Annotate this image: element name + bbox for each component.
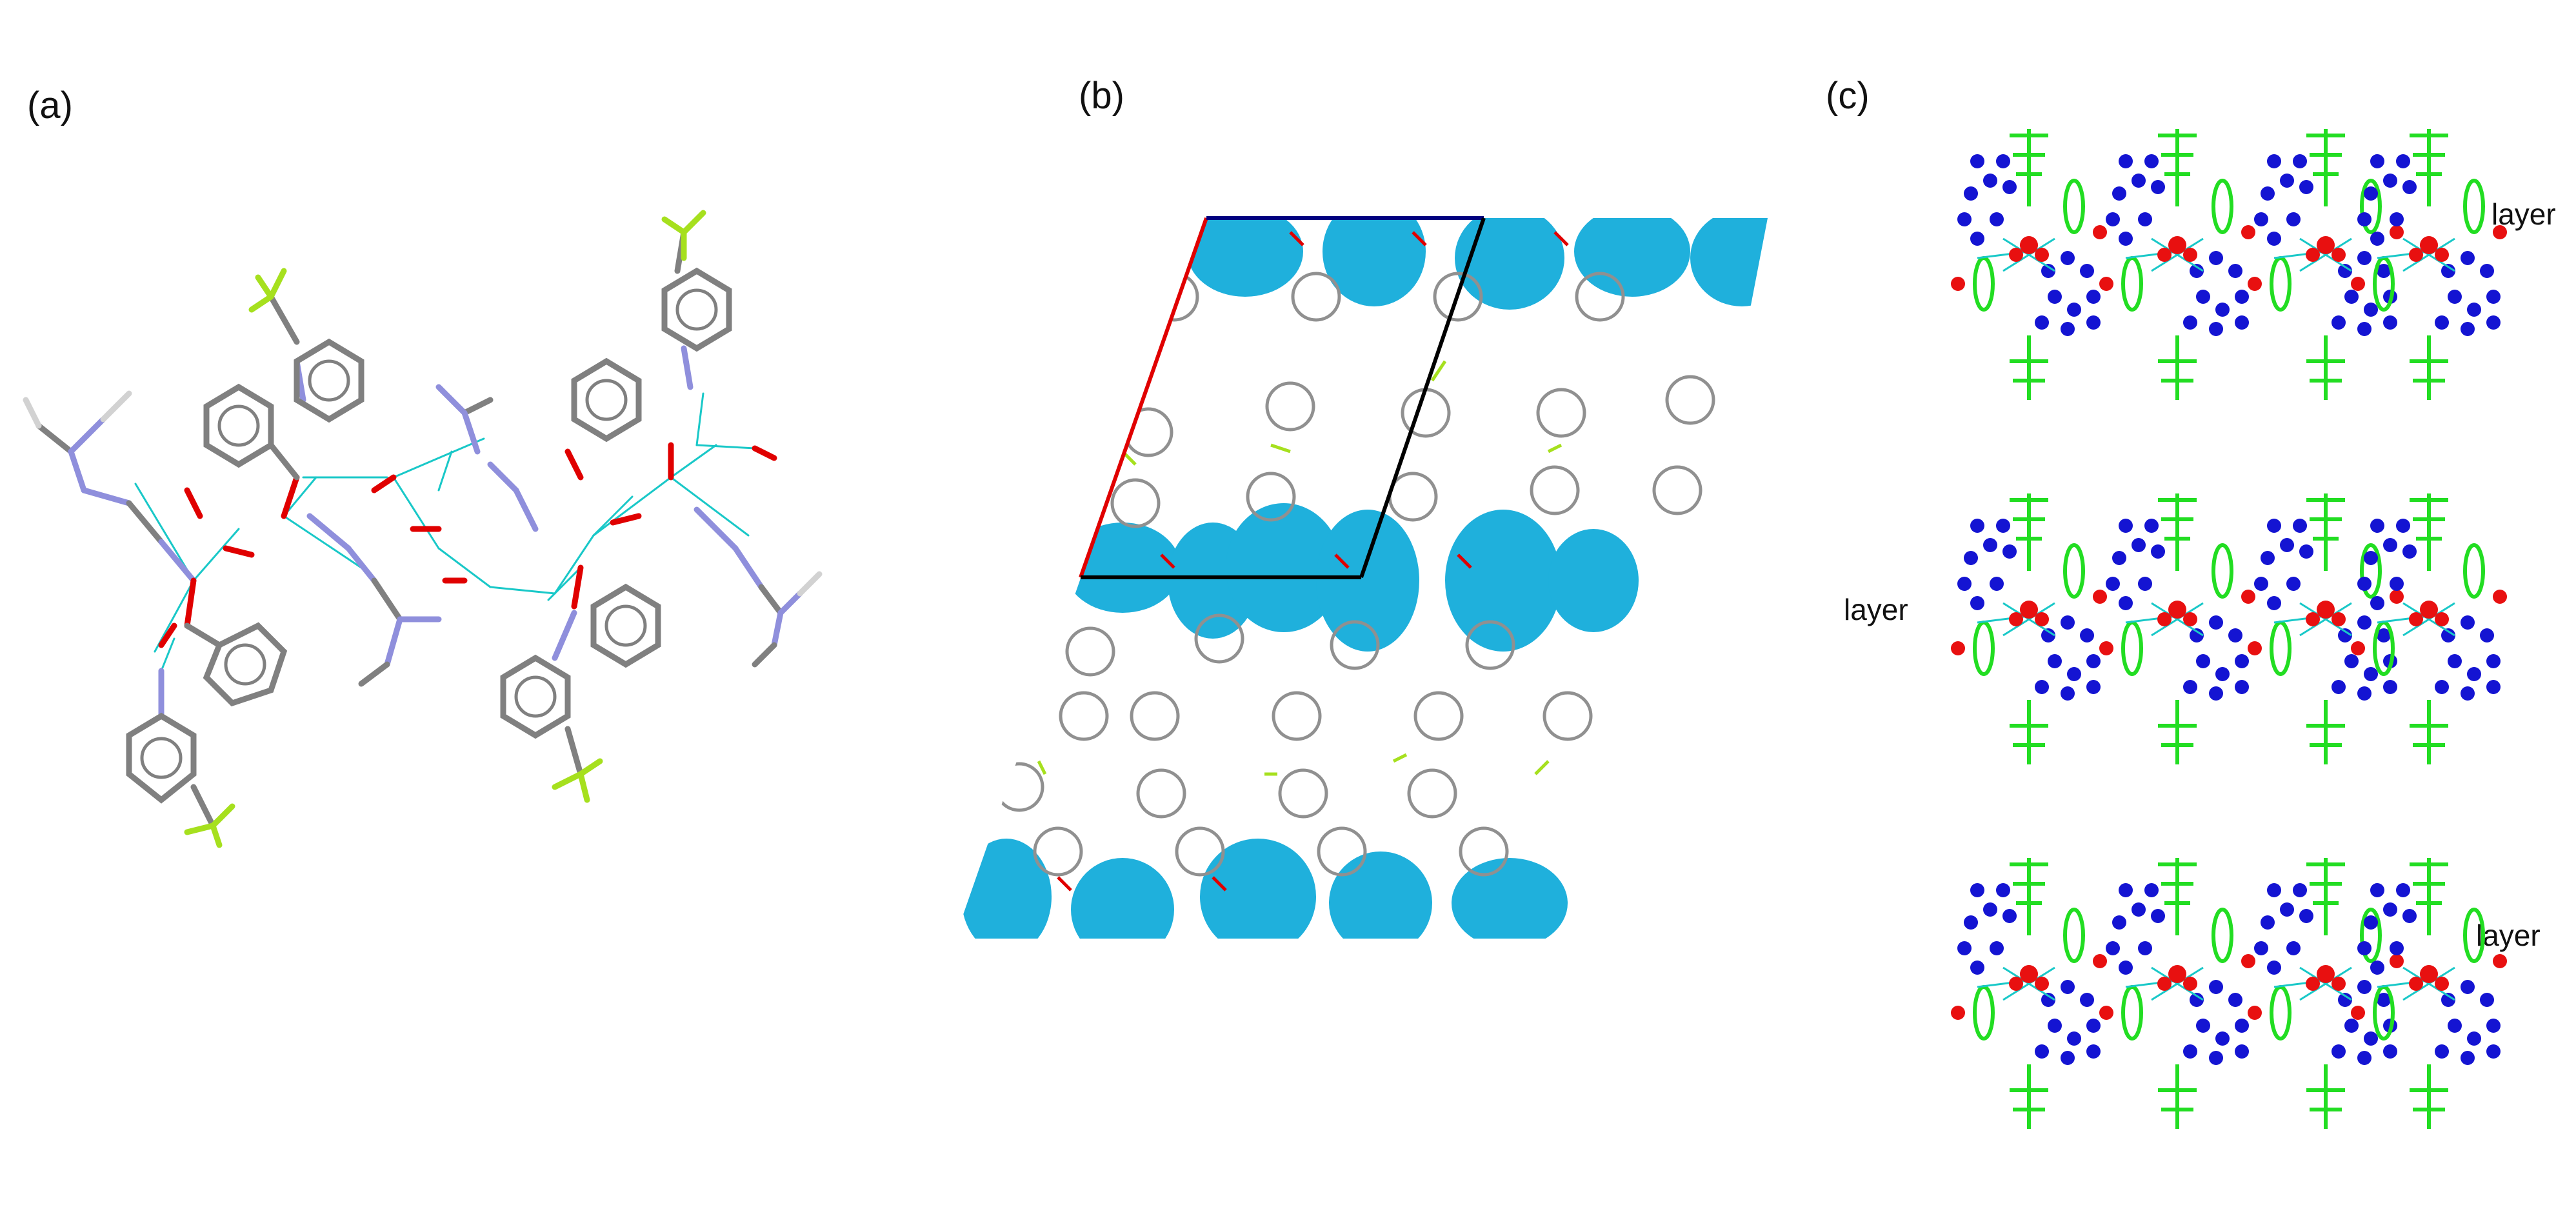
layer-top xyxy=(1951,129,2507,400)
layer-label-top: layer xyxy=(2491,197,2556,231)
packed-molecules xyxy=(994,272,1715,877)
panel-label-c: (c) xyxy=(1826,75,1870,117)
panel-label-b: (b) xyxy=(1079,75,1124,117)
panel-label-a: (a) xyxy=(27,85,73,126)
solvent-fragments xyxy=(184,445,777,584)
layer-bottom xyxy=(1951,858,2507,1129)
upper-left-aryl xyxy=(203,268,364,519)
layer-label-bottom: layer xyxy=(2476,919,2541,952)
unit-cell xyxy=(1079,216,1486,579)
void-surfaces xyxy=(961,218,1768,939)
layer-label-middle: layer xyxy=(1844,593,1908,626)
central-guanidinium xyxy=(306,384,539,687)
packed-oxygen-atoms xyxy=(1057,231,1569,891)
left-guanidinium xyxy=(23,390,197,584)
layer-middle xyxy=(1951,493,2507,764)
right-molecule xyxy=(500,564,661,803)
left-molecule xyxy=(126,577,288,848)
right-guanidinium xyxy=(694,506,823,668)
upper-right-aryl xyxy=(571,210,732,481)
